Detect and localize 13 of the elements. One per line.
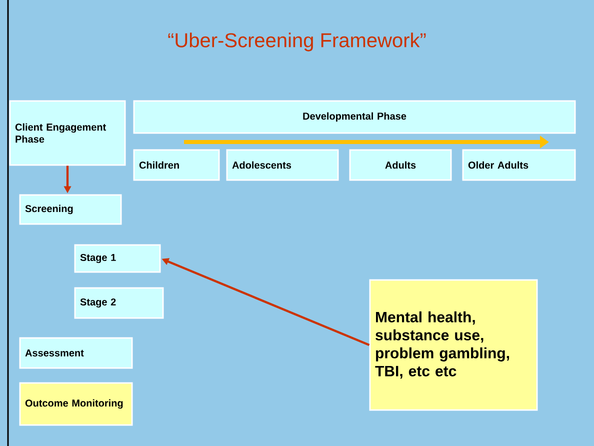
text-box: Outcome Monitoring [19,382,133,426]
text-box: Older Adults [462,149,576,181]
text-box: Children [133,149,220,181]
text-box: Client Engagement Phase [9,100,126,166]
title: “Uber-Screening Framework” [168,32,426,52]
text-box: Adolescents [226,149,339,181]
text-box: Mental health, substance use, problem gambling, TBI, etc etc [369,279,538,411]
text-box: Stage 1 [74,244,161,273]
text-box: Screening [19,194,122,225]
text-box: Adults [349,149,452,181]
text-box: Stage 2 [74,287,164,319]
text-box: Assessment [19,337,133,369]
text-box: Developmental Phase [133,100,576,134]
